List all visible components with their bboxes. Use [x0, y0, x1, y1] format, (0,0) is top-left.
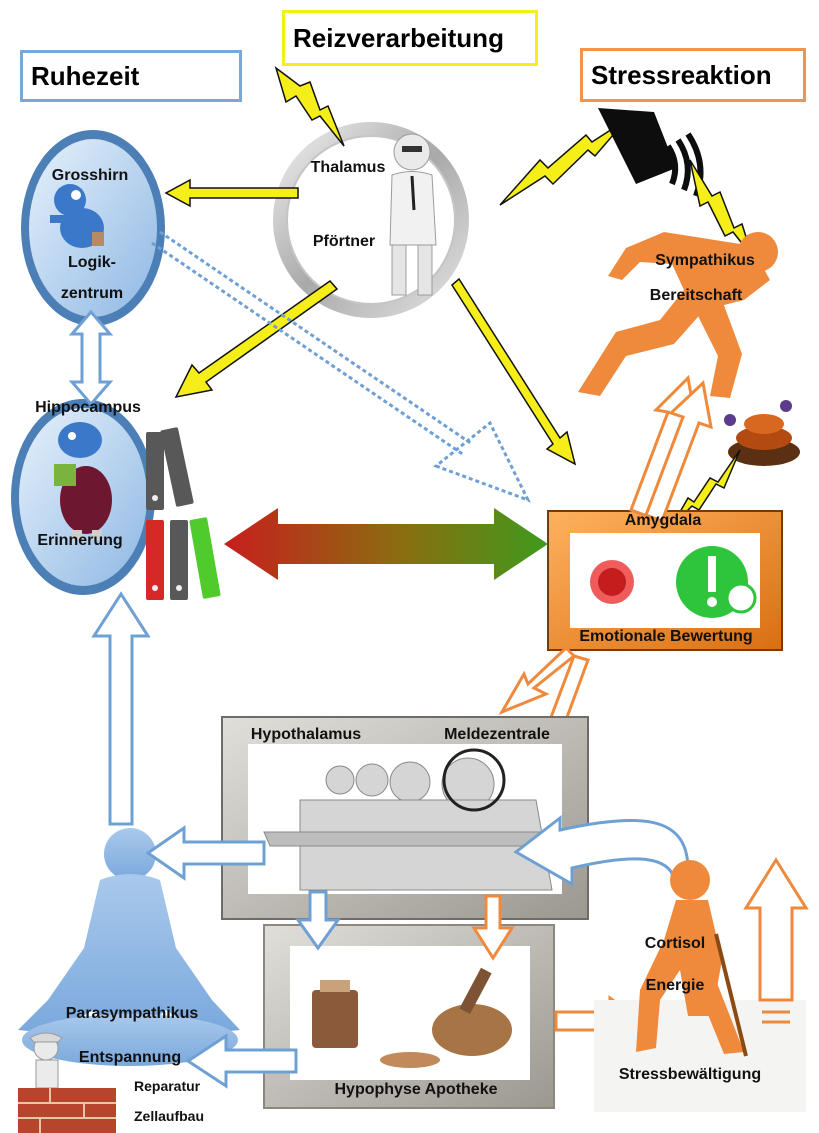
- hypothalamus-to-hypophyse-blue-arrow: [295, 890, 341, 951]
- entspannung-label: Entspannung: [78, 1049, 182, 1066]
- hypothalamus-frame: [221, 716, 589, 920]
- thalamus-to-amygdala-arrow: [451, 277, 577, 466]
- call-center-figures-icon: [263, 748, 553, 891]
- lightning-bolt-icon: [274, 66, 345, 147]
- erinnerung-label: Erinnerung: [37, 532, 123, 549]
- smurf-figure-icon: [50, 184, 104, 248]
- parasympathikus-label: Parasympathikus: [65, 1005, 199, 1022]
- pfoertner-label: Pförtner: [312, 233, 376, 250]
- cortisol-feedback-arrow: [513, 814, 690, 887]
- stress-lightning-bolt-icon: [499, 119, 627, 206]
- meldezentrale-label: Meldezentrale: [444, 726, 550, 743]
- amygdala-to-sympathikus-arrow: [629, 374, 713, 523]
- hypothalamus-to-parasympathikus-arrow: [145, 825, 266, 881]
- file-binders-icon: [146, 427, 221, 600]
- amygdala-to-hypothalamus-arrow: [498, 645, 590, 726]
- emotionale-bewertung-label: Emotionale Bewertung: [579, 628, 753, 645]
- hypothalamus-to-hypophyse-orange-arrow: [471, 894, 515, 961]
- thalamus-to-grosshirn-arrow: [164, 178, 299, 208]
- alarm-faces-icon: [590, 546, 757, 618]
- thalamus-label: Thalamus: [310, 159, 386, 176]
- thalamus-to-hippocampus-arrow: [174, 279, 339, 399]
- ruhezeit-title: Ruhezeit: [20, 50, 242, 102]
- bricklayer-figure-icon: [18, 1032, 116, 1133]
- stressreaktion-title: Stressreaktion: [580, 48, 806, 102]
- gatekeeper-figure-icon: [389, 133, 437, 296]
- ruhezeit-title-text: Ruhezeit: [31, 60, 140, 91]
- thalamus-ring: [273, 122, 469, 318]
- stink-pile-icon: [724, 400, 800, 466]
- sympathikus-label: Sympathikus: [655, 252, 755, 269]
- amygdala-label: Amygdala: [624, 512, 702, 529]
- grosshirn-label: Grosshirn: [51, 167, 129, 184]
- reizverarbeitung-title: Reizverarbeitung: [282, 10, 538, 66]
- amygdala-frame: [547, 510, 783, 651]
- grosshirn-to-amygdala-dotted-arrow: [151, 230, 532, 503]
- reparatur-label: Reparatur: [134, 1078, 201, 1094]
- hypophyse-to-entspannung-arrow: [185, 1033, 298, 1089]
- stressbewaeltigung-panel: [594, 1000, 806, 1112]
- cortisol-label: Cortisol: [644, 935, 706, 952]
- hippocampus-label: Hippocampus: [35, 399, 141, 416]
- grosshirn-oval: [21, 130, 165, 326]
- logik-label-line2: zentrum: [60, 285, 124, 302]
- stressreaktion-title-text: Stressreaktion: [591, 59, 772, 90]
- sprinter-silhouette-icon: [578, 232, 778, 398]
- zellaufbau-label: Zellaufbau: [134, 1108, 205, 1124]
- meditation-silhouette-icon: [18, 828, 240, 1066]
- pharmacy-mortar-icon: [312, 967, 512, 1068]
- parasympathikus-to-hippocampus-arrow: [91, 591, 151, 826]
- stress-upward-arrow: [743, 857, 809, 1024]
- hypothalamus-label: Hypothalamus: [250, 726, 362, 743]
- hippocampus-amygdala-arrow: [224, 508, 548, 580]
- hippocampus-oval: [11, 399, 155, 595]
- hiker-silhouette-icon: [636, 860, 748, 1057]
- grosshirn-hippocampus-arrow: [68, 309, 114, 407]
- energie-label: Energie: [645, 977, 705, 994]
- stressbewaeltigung-label: Stressbewältigung: [618, 1066, 762, 1083]
- blue-creature-figure-icon: [54, 422, 112, 540]
- hypophyse-frame: [263, 924, 555, 1109]
- bereitschaft-label: Bereitschaft: [649, 287, 743, 304]
- hypophyse-apotheke-label: Hypophyse Apotheke: [334, 1081, 498, 1098]
- reizverarbeitung-title-text: Reizverarbeitung: [293, 22, 504, 53]
- loudspeaker-icon: [598, 108, 704, 198]
- logik-label-line1: Logik-: [68, 254, 116, 271]
